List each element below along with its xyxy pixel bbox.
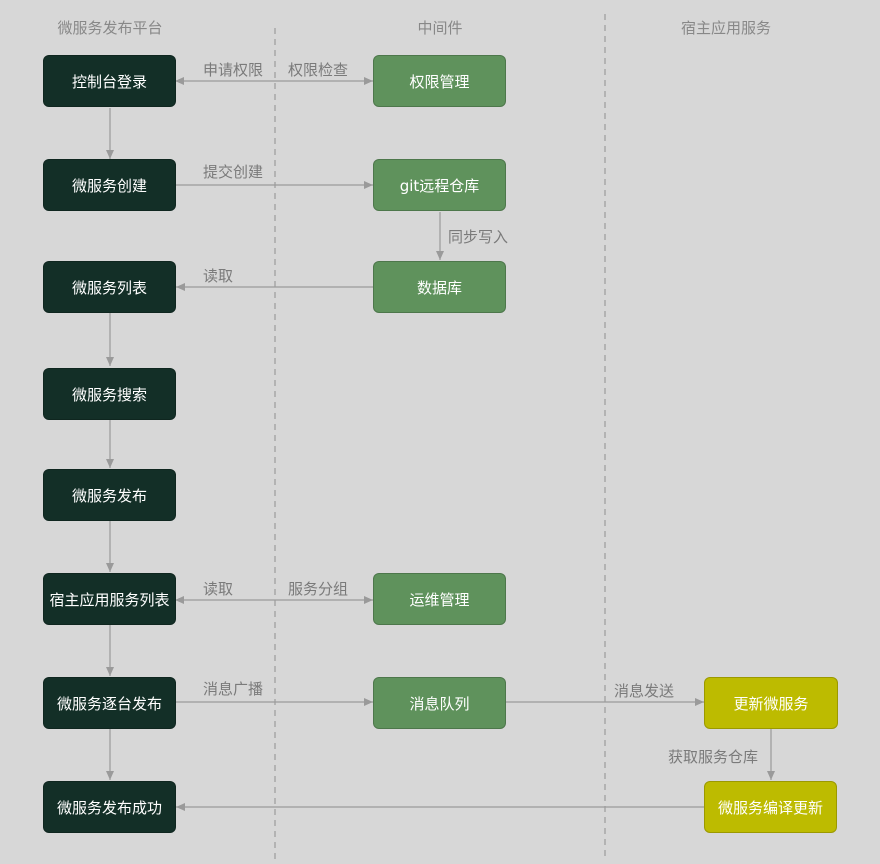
label-apply-permission: 申请权限 [203,61,264,79]
node-update-ms[interactable]: 更新微服务 [704,677,838,729]
label-permission-check: 权限检查 [288,61,349,79]
node-ms-compile-update[interactable]: 微服务编译更新 [704,781,837,833]
node-ms-search[interactable]: 微服务搜索 [43,368,176,420]
node-permission-mgmt[interactable]: 权限管理 [373,55,506,107]
node-database[interactable]: 数据库 [373,261,506,313]
node-console-login[interactable]: 控制台登录 [43,55,176,107]
label-message-broadcast: 消息广播 [203,680,264,698]
label-read-ops: 读取 [203,580,234,598]
node-ms-rolling-publish[interactable]: 微服务逐台发布 [43,677,176,729]
node-ms-list[interactable]: 微服务列表 [43,261,176,313]
label-message-send: 消息发送 [614,682,675,700]
node-ms-publish-success[interactable]: 微服务发布成功 [43,781,176,833]
label-sync-write: 同步写入 [448,228,509,246]
label-read-db: 读取 [203,267,234,285]
node-git-repo[interactable]: git远程仓库 [373,159,506,211]
label-get-service-repo: 获取服务仓库 [668,748,759,766]
label-service-group: 服务分组 [288,580,349,598]
lane-title-middleware: 中间件 [417,19,463,37]
node-ms-publish[interactable]: 微服务发布 [43,469,176,521]
lane-title-host: 宿主应用服务 [680,19,772,37]
node-host-service-list[interactable]: 宿主应用服务列表 [43,573,176,625]
label-submit-create: 提交创建 [203,163,264,181]
node-message-queue[interactable]: 消息队列 [373,677,506,729]
node-ms-create[interactable]: 微服务创建 [43,159,176,211]
lane-title-platform: 微服务发布平台 [57,19,163,37]
node-ops-mgmt[interactable]: 运维管理 [373,573,506,625]
